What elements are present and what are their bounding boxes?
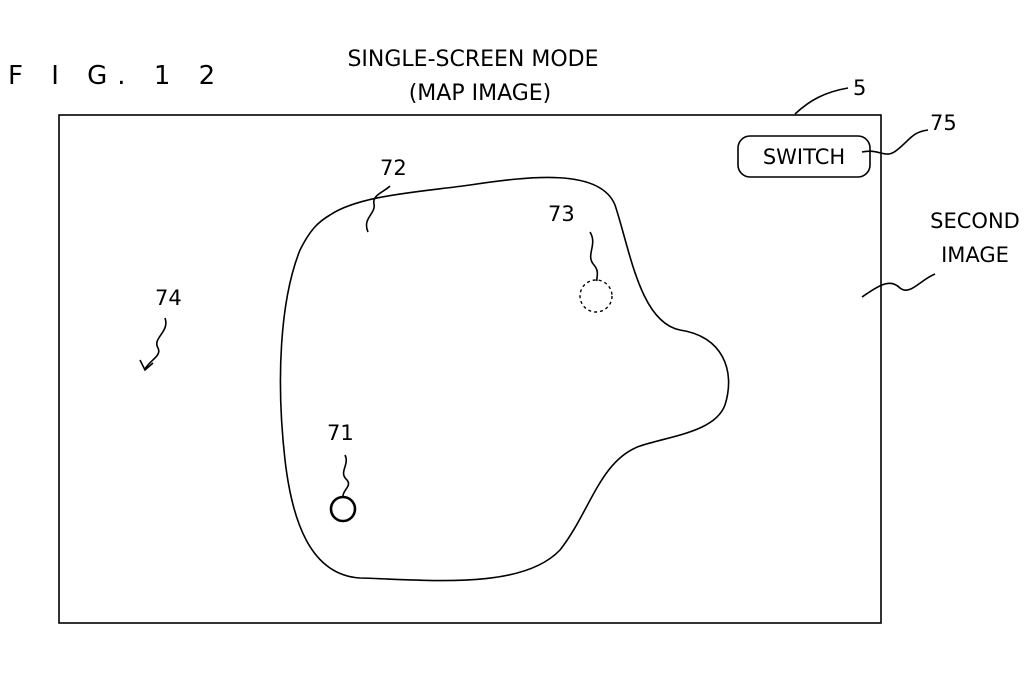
- screen-leader-line: [794, 87, 849, 115]
- switch-leader-line: [861, 129, 929, 155]
- figure-title: SINGLE-SCREEN MODE: [347, 47, 598, 72]
- position-marker-leader-line: [342, 454, 350, 497]
- figure-subtitle: (MAP IMAGE): [409, 81, 552, 106]
- figure-label: F I G. 1 2: [8, 61, 225, 91]
- map-leader-line: [365, 185, 391, 233]
- display-screen: [58, 114, 882, 624]
- dashed-marker-ref: 73: [548, 202, 575, 226]
- dashed-marker-leader-line: [589, 231, 599, 282]
- second-image-label-line2: IMAGE: [941, 243, 1009, 267]
- background-arrow: [139, 317, 167, 372]
- map-region-outline: [279, 176, 730, 582]
- map-region-ref: 72: [380, 156, 407, 180]
- position-marker-ref: 71: [327, 421, 354, 445]
- second-image-label-line1: SECOND: [930, 209, 1020, 233]
- second-image-leader-line: [861, 273, 936, 298]
- screen-ref: 5: [853, 76, 866, 100]
- switch-button-label: SWITCH: [763, 145, 845, 169]
- switch-button[interactable]: SWITCH: [737, 135, 871, 178]
- background-area-ref: 74: [155, 286, 182, 310]
- dashed-marker: [579, 279, 613, 313]
- position-marker: [329, 495, 357, 523]
- switch-ref: 75: [930, 111, 957, 135]
